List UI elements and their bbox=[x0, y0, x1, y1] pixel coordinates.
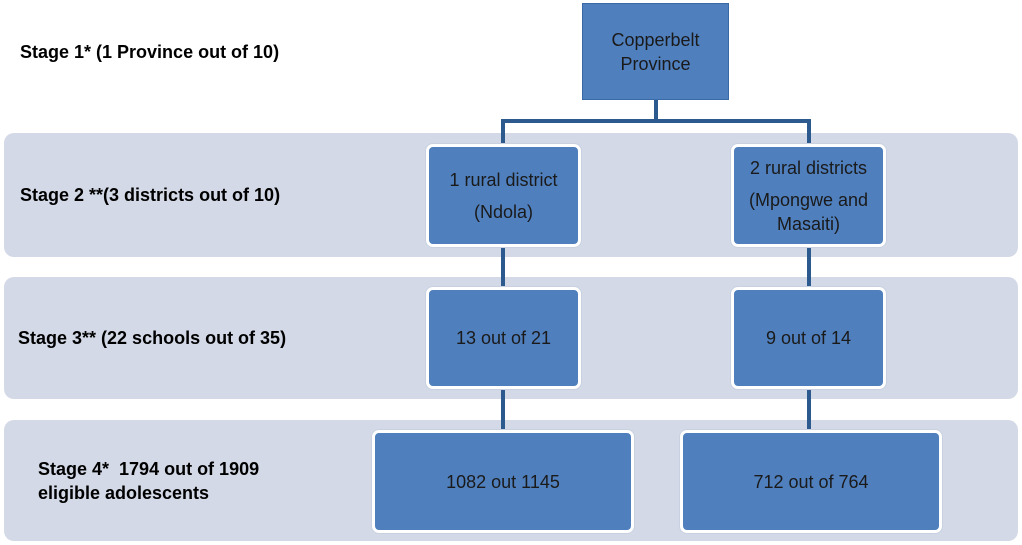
adolescents-left-node: 1082 out 1145 bbox=[372, 430, 634, 533]
stage-4-label-line1: Stage 4* 1794 out of 1909 bbox=[38, 459, 260, 479]
district-right-node: 2 rural districts (Mpongwe and Masaiti) bbox=[731, 144, 886, 247]
connector-right-to-district bbox=[807, 119, 811, 146]
connector-province-down bbox=[654, 100, 658, 122]
schools-left-line1: 13 out of 21 bbox=[455, 328, 552, 348]
connector-left-district-to-schools bbox=[501, 245, 505, 289]
province-node: Copperbelt Province bbox=[582, 3, 729, 100]
adolescents-left-line1: 1082 out 1145 bbox=[446, 471, 560, 492]
district-left-line2: (Ndola) bbox=[473, 201, 534, 222]
stage-2-label: Stage 2 **(3 districts out of 10) bbox=[20, 183, 280, 207]
stage-1-label: Stage 1* (1 Province out of 10) bbox=[20, 40, 279, 64]
connector-left-to-district bbox=[501, 119, 505, 146]
district-right-line1: 2 rural districts bbox=[749, 157, 868, 178]
connector-right-district-to-schools bbox=[807, 245, 811, 289]
stage-2-label-text: Stage 2 **(3 districts out of 10) bbox=[20, 185, 281, 205]
district-right-line3: Masaiti) bbox=[776, 213, 840, 234]
schools-right-line1: 9 out of 14 bbox=[765, 328, 852, 348]
stage-4-label: Stage 4* 1794 out of 1909 eligible adole… bbox=[38, 457, 259, 505]
district-right-line2: (Mpongwe and bbox=[748, 189, 869, 210]
stage-1-label-text: Stage 1* (1 Province out of 10) bbox=[20, 42, 280, 62]
connector-left-schools-to-adolescents bbox=[501, 387, 505, 432]
stage-4-label-line2: eligible adolescents bbox=[38, 483, 210, 503]
connector-right-schools-to-adolescents bbox=[807, 387, 811, 432]
connector-horizontal bbox=[501, 119, 811, 123]
province-node-line1: Copperbelt bbox=[611, 29, 700, 50]
adolescents-right-line1: 712 out of 764 bbox=[753, 471, 869, 492]
stage-3-label-text: Stage 3** (22 schools out of 35) bbox=[18, 328, 287, 348]
adolescents-right-node: 712 out of 764 bbox=[680, 430, 942, 533]
schools-right-node: 9 out of 14 bbox=[731, 287, 886, 389]
schools-left-node: 13 out of 21 bbox=[426, 287, 581, 389]
district-left-line1: 1 rural district bbox=[449, 169, 558, 190]
district-left-node: 1 rural district (Ndola) bbox=[426, 144, 581, 247]
province-node-line2: Province bbox=[620, 53, 691, 74]
stage-3-label: Stage 3** (22 schools out of 35) bbox=[18, 326, 286, 350]
